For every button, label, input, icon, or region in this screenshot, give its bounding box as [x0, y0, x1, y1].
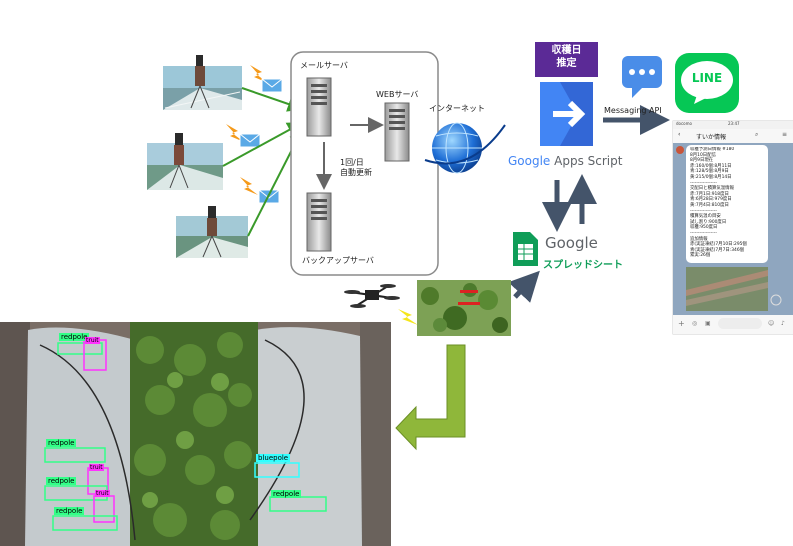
message-line: 8月9日現在	[690, 158, 714, 164]
detection-label: truit	[85, 337, 100, 344]
line-logo	[675, 53, 739, 113]
field-camera-photo-2	[147, 133, 223, 190]
arrow	[508, 270, 540, 303]
message-line: 赤(実証凍結)7月10日:295個	[690, 242, 747, 248]
search-icon[interactable]: ⌕	[755, 131, 759, 138]
badge-line-1: 収穫日	[551, 45, 582, 56]
apps-script-logo	[540, 82, 593, 146]
detection-label: bluepole	[256, 454, 291, 462]
message-line: 黄:215/0個:8月14日	[690, 174, 732, 180]
chat-title: すいか情報	[696, 134, 727, 141]
message-line: -----------------	[690, 230, 717, 236]
message-line: 交配日と積算気温情報	[690, 186, 734, 192]
detection-label: redpole	[46, 477, 77, 485]
detection-label: redpole	[59, 333, 90, 341]
message-line: 追加情報	[690, 236, 708, 242]
mail-icon	[239, 133, 261, 148]
message-line: 累実:26個	[690, 253, 711, 259]
detection-label: redpole	[271, 490, 302, 498]
backup-server-label: バックアップサーバ	[302, 256, 374, 265]
internet-globe-icon	[424, 122, 506, 174]
emoji-icon[interactable]: ☺	[768, 320, 775, 327]
message-line: 青:128/5個:8月9日	[690, 169, 729, 175]
backup-server-icon	[306, 192, 332, 252]
chat-back-icon[interactable]: ‹	[678, 131, 681, 138]
phone-carrier: docomo	[676, 121, 692, 126]
process-arrow	[395, 344, 466, 451]
sheets-label: スプレッドシート	[543, 260, 623, 271]
messaging-api-label: Messaging API	[604, 106, 662, 115]
message-line: 積算気温の目安	[690, 214, 721, 220]
update-line-1: 1回/日	[340, 158, 364, 167]
harvest-estimate-badge	[535, 42, 598, 77]
detection-label: redpole	[54, 507, 85, 515]
message-line: 青(実証凍結)7月7日:346個	[690, 247, 744, 253]
image-icon[interactable]: ▣	[705, 320, 711, 327]
field-camera-photo-1	[163, 55, 242, 110]
add-icon[interactable]: +	[678, 319, 685, 328]
internet-label: インターネット	[429, 104, 485, 113]
message-line: 8月10日配信	[690, 152, 716, 158]
menu-icon[interactable]: ≡	[782, 131, 788, 138]
field-camera-photo-3	[176, 206, 248, 258]
lightning-icon	[398, 309, 418, 325]
message-line: 青:6月28日:979度日	[690, 197, 732, 203]
phone-time: 23:47	[728, 121, 740, 126]
mic-icon[interactable]: ♪	[781, 320, 785, 327]
drone-crop-photo	[417, 280, 511, 336]
lightning-icon	[240, 177, 258, 195]
drone-icon	[344, 284, 400, 308]
update-schedule-label: 1回/日 自動更新	[340, 158, 372, 178]
arrow	[222, 122, 304, 167]
message-line: 黄:7月4日:810度日	[690, 202, 729, 208]
phone-screenshot	[672, 120, 793, 335]
camera-icon[interactable]: ◎	[692, 320, 698, 327]
apps-script-word: Apps Script	[550, 154, 623, 168]
mail-icon	[261, 78, 283, 93]
badge-line-2: 推定	[556, 58, 577, 69]
sheets-google-word: Google	[545, 234, 598, 252]
message-line: 収穫予測日情報 #180	[690, 147, 735, 152]
mail-server-label: メールサーバ	[300, 61, 348, 70]
message-line: 赤:7月1日:918度日	[690, 191, 729, 197]
lightning-icon	[226, 124, 244, 142]
detection-photo	[0, 322, 391, 546]
message-line: 赤:160/0個:8月11日	[690, 163, 732, 169]
detection-label: truit	[95, 490, 110, 497]
message-line: 収穫:950度日	[690, 225, 718, 231]
apps-script-title: Google Apps Script	[508, 154, 622, 168]
mail-server-icon	[306, 77, 332, 137]
sheets-logo	[513, 232, 538, 266]
harvest-estimate-text: 収穫日 推定	[535, 44, 598, 70]
message-line: 試し割り:900度日	[690, 219, 727, 225]
message-line: -----------------	[690, 208, 717, 214]
web-server-icon	[384, 102, 410, 162]
web-server-label: WEBサーバ	[376, 90, 419, 99]
line-logo-text: LINE	[691, 71, 723, 85]
detection-label: truit	[89, 464, 104, 471]
google-word: Google	[508, 154, 551, 168]
lightning-icon	[250, 65, 268, 83]
messaging-chat-icon	[622, 56, 662, 98]
update-line-2: 自動更新	[340, 168, 372, 177]
detection-label: redpole	[46, 439, 77, 447]
message-input[interactable]	[718, 318, 762, 329]
message-line: -----------------	[690, 180, 717, 186]
